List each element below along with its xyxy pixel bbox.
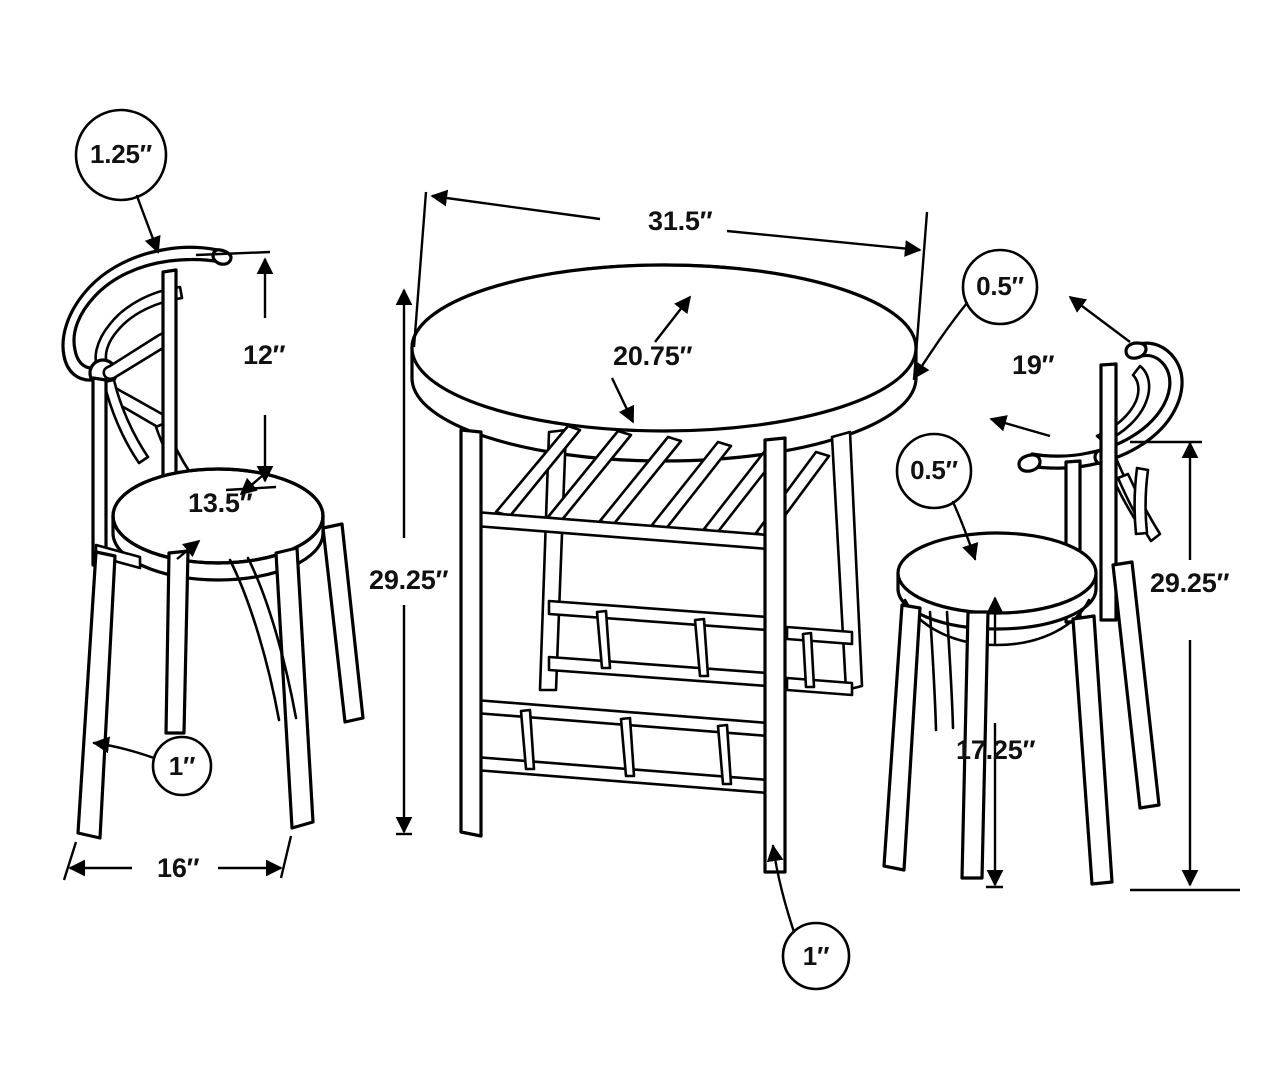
bubble-05-tabletop [961, 248, 1039, 326]
right-chair-dimensions [895, 295, 1240, 892]
label-right-chair-overall-height: 29.25″ [1150, 568, 1230, 598]
label-table-depth: 20.75″ [613, 341, 693, 371]
label-left-chair-seat-diameter: 13.5″ [188, 488, 253, 518]
bubble-1-table-leg [781, 921, 851, 991]
bubble-125 [74, 108, 168, 202]
left-chair-illustration [61, 245, 365, 840]
label-left-chair-back-height: 12″ [243, 340, 286, 370]
label-table-leg-diameter: 1″ [802, 941, 830, 971]
right-chair-illustration [882, 341, 1184, 886]
label-table-top-thickness: 0.5″ [976, 271, 1024, 301]
label-table-height: 29.25″ [369, 565, 449, 595]
bubble-05-seat [895, 432, 973, 510]
label-right-chair-back-height: 19″ [1012, 350, 1055, 380]
left-chair-dimensions [62, 108, 293, 881]
label-right-chair-seat-thickness: 0.5″ [910, 455, 958, 485]
label-right-chair-seat-height: 17.25″ [956, 735, 1036, 765]
label-left-chair-leg-diameter: 1″ [168, 751, 196, 781]
label-table-length: 31.5″ [648, 206, 713, 236]
table-illustration [410, 263, 918, 874]
bubble-1-left-leg [151, 735, 213, 797]
label-left-chair-backrest-tube-diameter: 1.25″ [89, 139, 153, 169]
label-left-chair-base-width: 16″ [157, 853, 200, 883]
table-dimensions [395, 189, 1039, 991]
